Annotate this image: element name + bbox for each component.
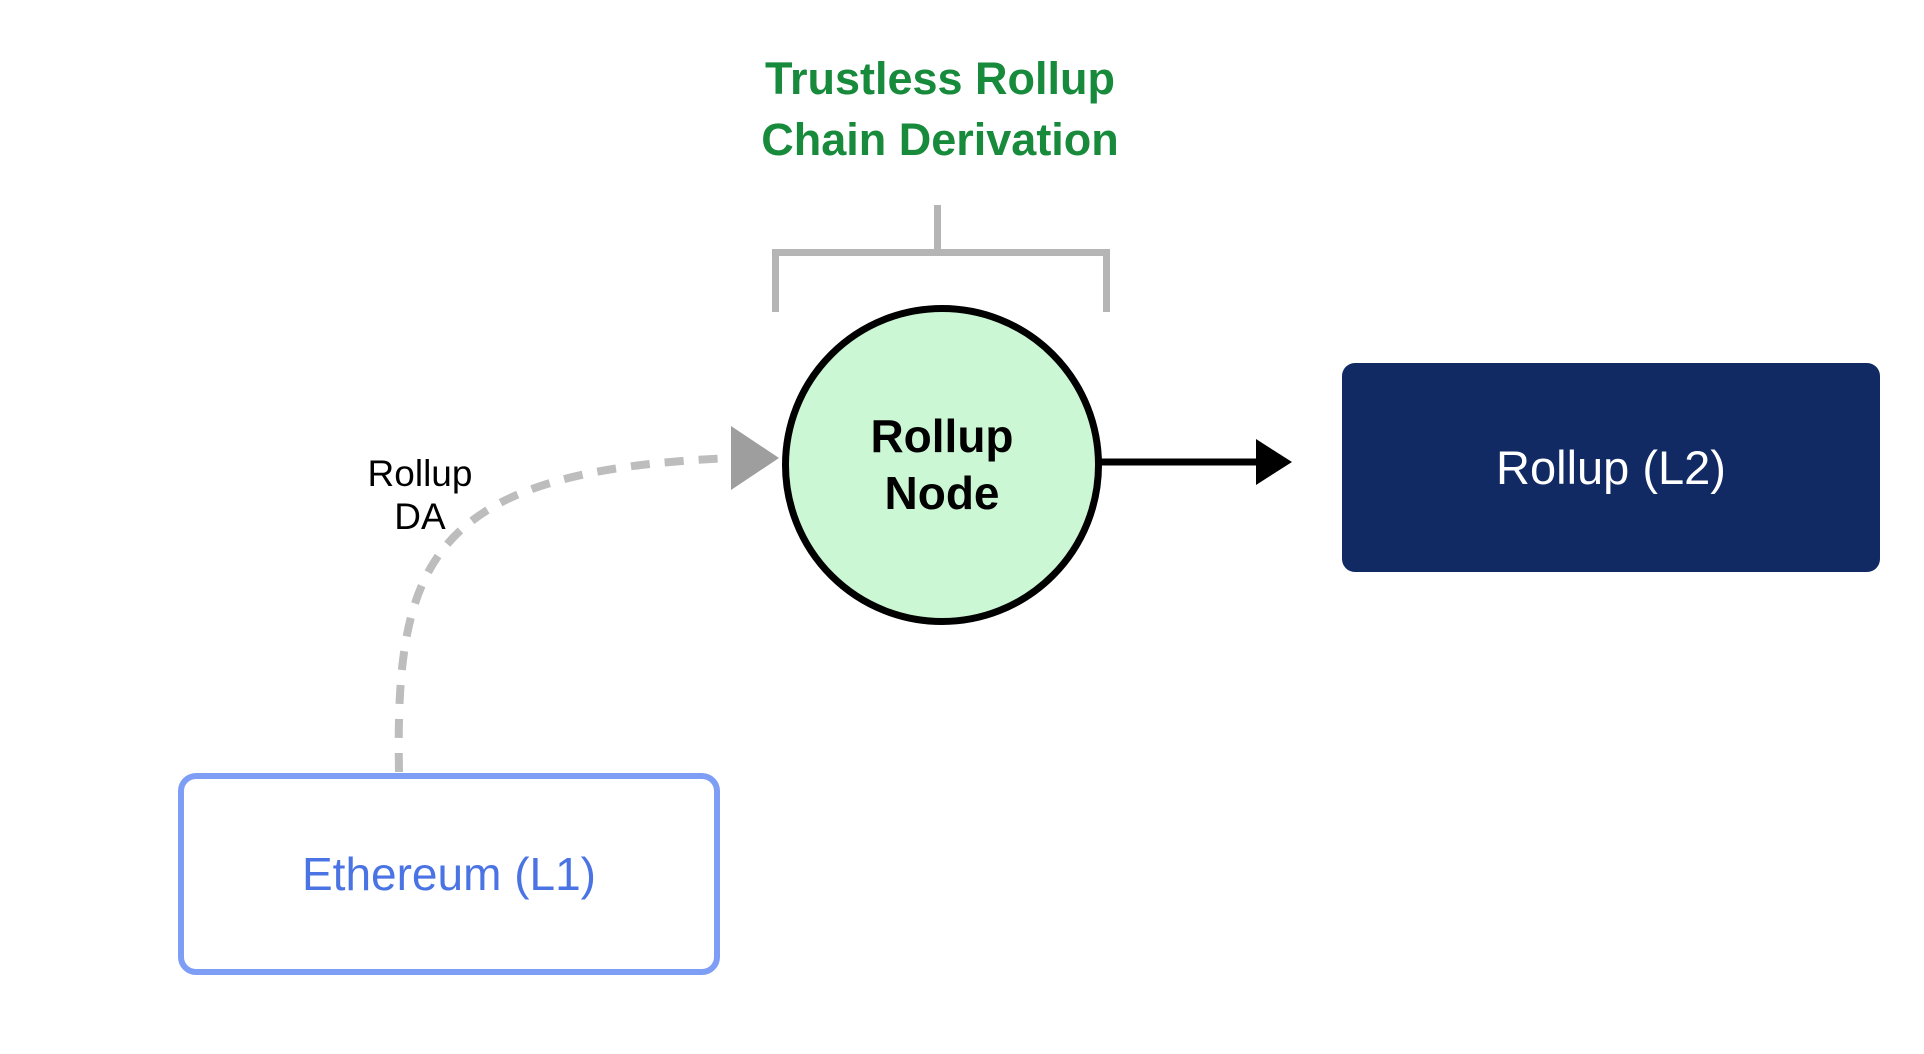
rollup-node-label-line1: Rollup (870, 410, 1014, 462)
rollup-l2-box: Rollup (L2) (1342, 363, 1880, 572)
l2-arrow-head (1256, 439, 1292, 485)
derivation-heading-line1: Trustless Rollup (764, 53, 1116, 104)
bracket-stem (934, 205, 941, 256)
rollup-da-label-line1: Rollup (367, 453, 473, 494)
derivation-heading: Trustless Rollup Chain Derivation (590, 48, 1290, 170)
ethereum-l1-label: Ethereum (L1) (301, 848, 596, 900)
ethereum-l1-box: Ethereum (L1) (178, 773, 720, 975)
bracket-right-leg (1103, 249, 1110, 312)
rollup-da-label: Rollup DA (330, 452, 510, 538)
bracket-left-leg (772, 249, 779, 312)
rollup-node-label-line2: Node (884, 467, 1000, 519)
rollup-node-circle: Rollup Node (782, 305, 1102, 625)
rollup-da-label-line2: DA (394, 496, 446, 537)
rollup-l2-label: Rollup (L2) (1496, 441, 1726, 494)
bracket-bar (772, 249, 1110, 256)
derivation-heading-line2: Chain Derivation (761, 114, 1119, 165)
rollup-da-arrowhead (731, 426, 779, 490)
